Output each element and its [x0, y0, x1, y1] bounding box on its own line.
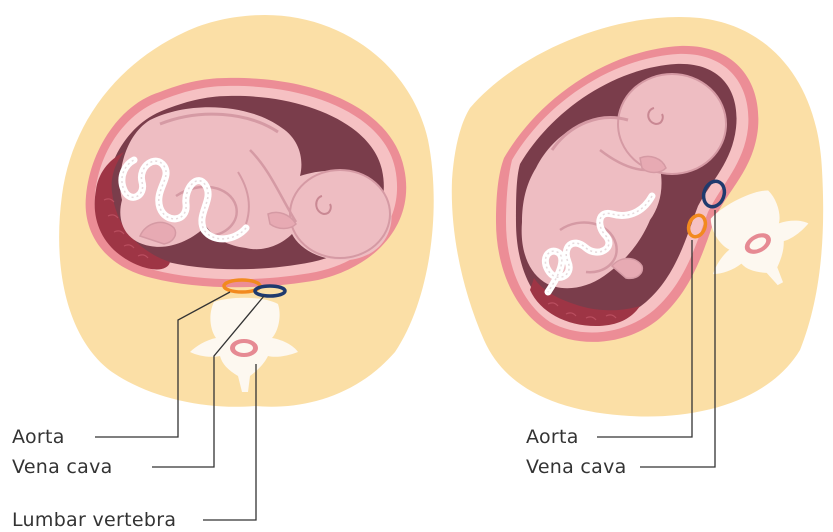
label-aorta-left: Aorta — [12, 428, 65, 447]
right-fetus-head — [618, 74, 726, 174]
right-scene-lateral — [452, 17, 827, 467]
label-vena-cava-left: Vena cava — [12, 458, 113, 477]
left-fetus-head — [290, 170, 390, 258]
left-scene-supine — [59, 15, 434, 520]
label-aorta-right: Aorta — [526, 428, 579, 447]
label-vena-cava-right: Vena cava — [526, 458, 627, 477]
label-lumbar-vertebra-left: Lumbar vertebra — [12, 511, 176, 530]
